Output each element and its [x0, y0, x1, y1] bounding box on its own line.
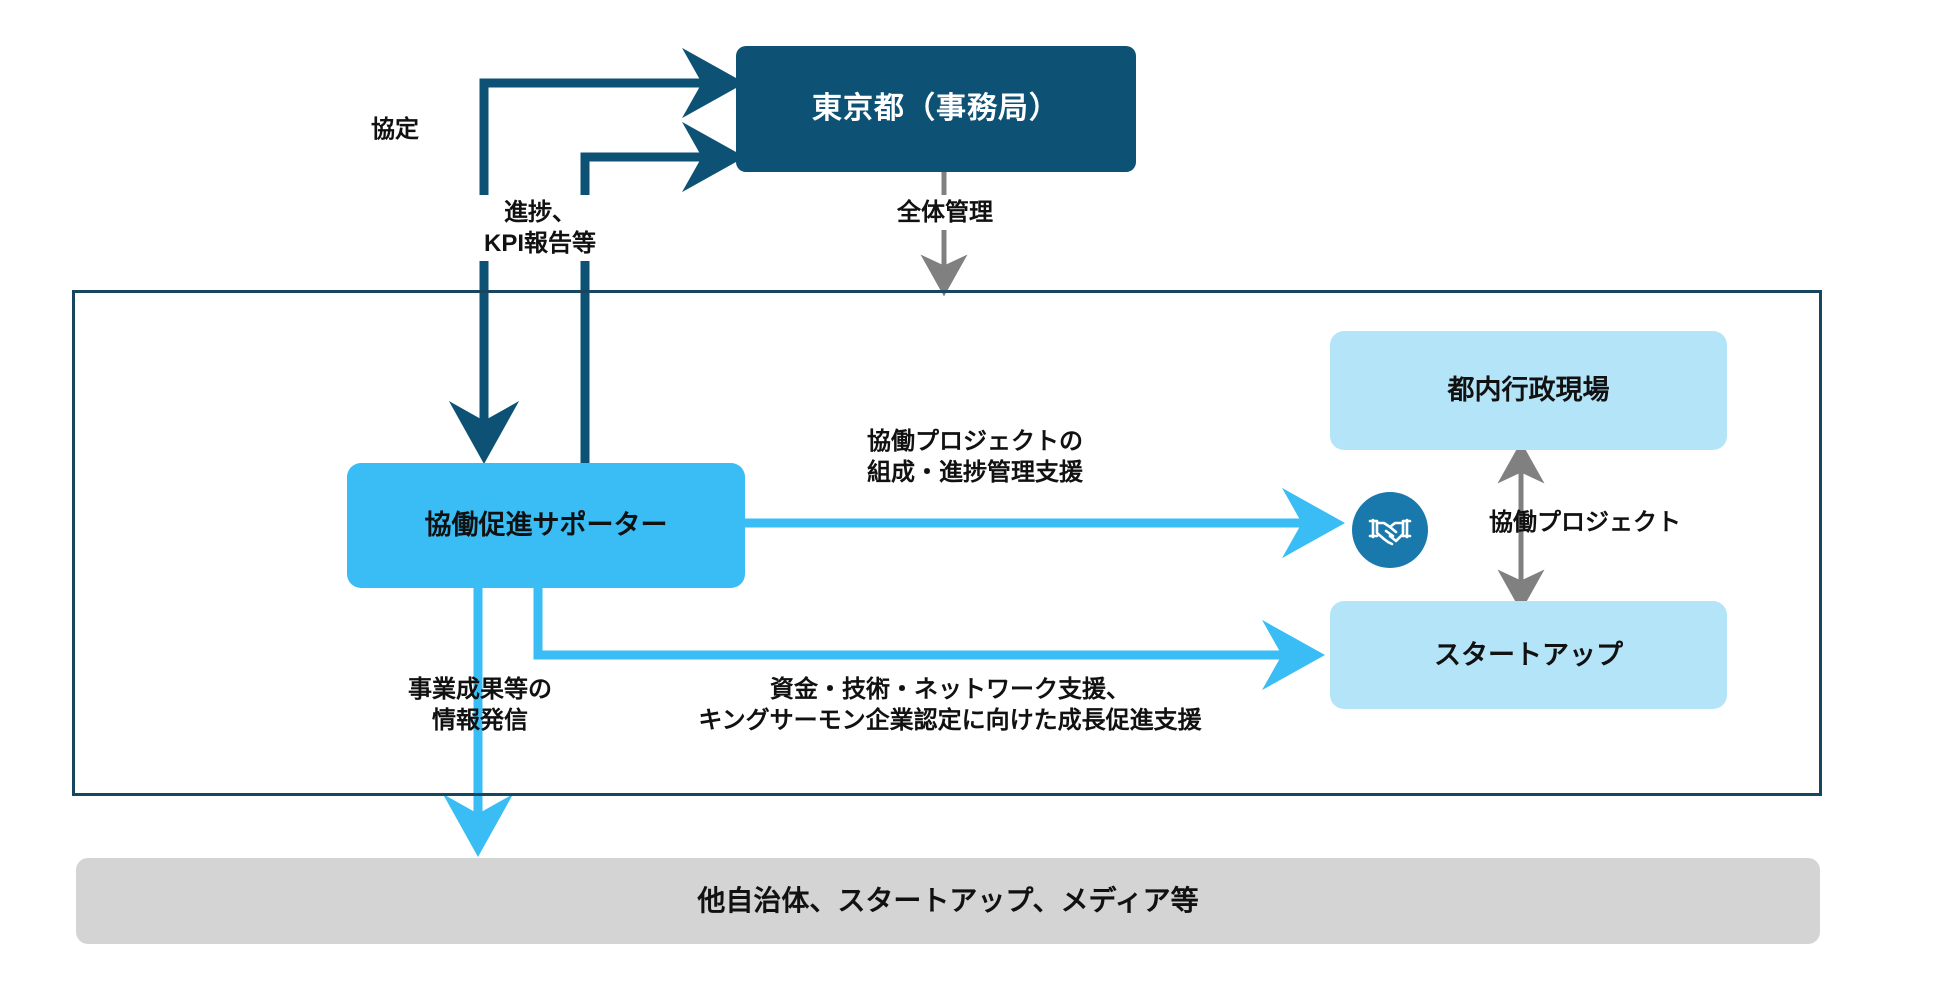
label-progress-kpi: 進捗、 KPI報告等 [450, 195, 630, 262]
node-tokyo-metropolitan-government[interactable]: 東京都（事務局） [736, 46, 1136, 172]
label-project-support: 協働プロジェクトの 組成・進捗管理支援 [867, 428, 1083, 487]
edge-growth-support [533, 588, 1325, 691]
handshake-icon [1352, 492, 1428, 568]
scheme-frame [72, 290, 1822, 796]
label-dissemination: 事業成果等の 情報発信 [408, 676, 552, 735]
label-overall-management: 全体管理 [850, 195, 1040, 231]
label-collab-project: 協働プロジェクト [1489, 509, 1681, 536]
edge-progress-kpi [580, 121, 745, 470]
node-tokyo-label: 東京都（事務局） [812, 91, 1060, 125]
node-supporter-label: 協働促進サポーター [424, 510, 668, 541]
node-admin-site-label: 都内行政現場 [1447, 375, 1610, 406]
handshake-glyph [1368, 518, 1412, 546]
node-startup[interactable]: スタートアップ [1330, 601, 1727, 709]
node-metropolitan-admin-site[interactable]: 都内行政現場 [1330, 331, 1727, 450]
node-startup-label: スタートアップ [1434, 639, 1623, 670]
node-other-municipalities-startups-media[interactable]: 他自治体、スタートアップ、メディア等 [76, 858, 1820, 944]
label-agreement: 協定 [330, 112, 460, 148]
node-others-label: 他自治体、スタートアップ、メディア等 [697, 885, 1199, 917]
node-collaboration-supporter[interactable]: 協働促進サポーター [347, 463, 745, 588]
label-growth-support: 資金・技術・ネットワーク支援、 キングサーモン企業認定に向けた成長促進支援 [698, 676, 1202, 735]
